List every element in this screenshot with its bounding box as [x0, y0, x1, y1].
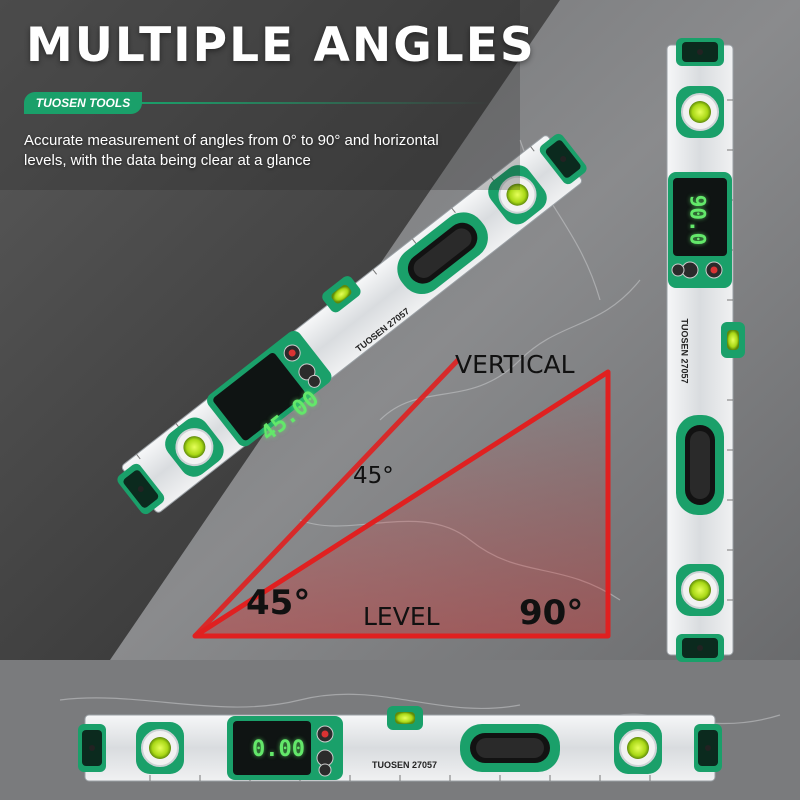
- brand-tag: TUOSEN TOOLS: [24, 92, 142, 114]
- label-vertical: VERTICAL: [455, 350, 575, 379]
- horizontal-level: [78, 706, 722, 782]
- vertical-level: [666, 38, 745, 662]
- label-level: LEVEL: [363, 602, 440, 631]
- label-90: 90°: [519, 593, 584, 633]
- vertical-lcd-readout: 90.0: [685, 194, 710, 246]
- angle-triangle-outline: [192, 369, 611, 639]
- diagonal-level: [115, 131, 589, 517]
- horizontal-lcd-readout: 0.00: [252, 737, 305, 762]
- label-corner-45: 45°: [246, 583, 311, 623]
- marble-surface: [110, 0, 800, 660]
- brand-underline: [140, 102, 490, 104]
- horizontal-brand-marking: TUOSEN 27057: [372, 760, 438, 770]
- vertical-brand-marking: TUOSEN 27057: [679, 318, 690, 384]
- label-inner-45: 45°: [353, 463, 394, 489]
- feature-description: Accurate measurement of angles from 0° t…: [24, 132, 439, 169]
- headline: MULTIPLE ANGLES: [26, 18, 536, 73]
- diagonal-red-line: [193, 358, 460, 638]
